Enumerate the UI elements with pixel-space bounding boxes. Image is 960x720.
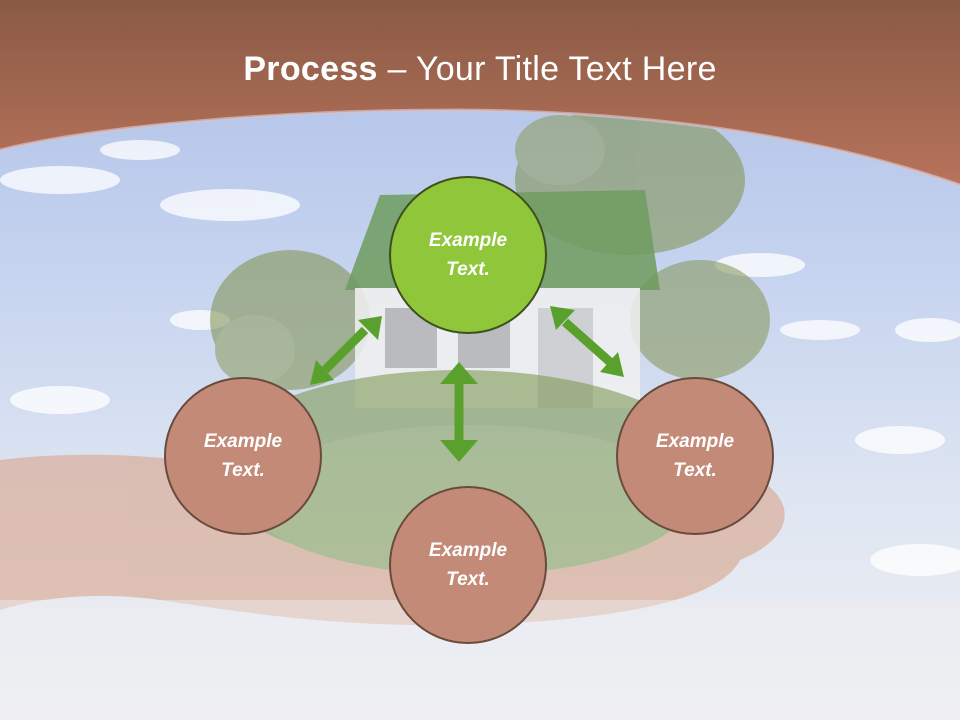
page-title: Process – Your Title Text Here: [0, 50, 960, 89]
right-node: Example Text.: [616, 377, 774, 535]
bottom-node-label: Example Text.: [428, 540, 508, 590]
bottom-node: Example Text.: [389, 486, 547, 644]
left-node-label: Example Text.: [203, 431, 283, 481]
header-band: [0, 0, 960, 187]
title-bold: Process: [243, 50, 378, 88]
center-node-label: Example Text.: [428, 230, 508, 280]
left-node: Example Text.: [164, 377, 322, 535]
center-node: Example Text.: [389, 176, 547, 334]
right-node-label: Example Text.: [655, 431, 735, 481]
clouds: [0, 140, 960, 576]
title-rest: – Your Title Text Here: [377, 50, 717, 88]
